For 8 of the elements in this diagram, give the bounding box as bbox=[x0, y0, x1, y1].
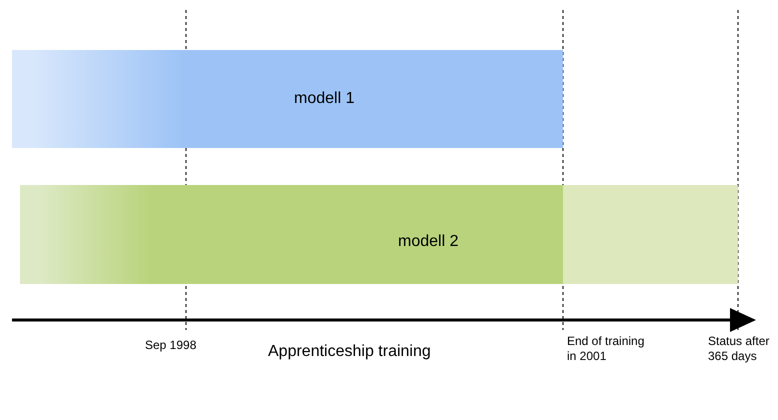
timeline-bar bbox=[12, 50, 563, 148]
timeline-label: Status after 365 days bbox=[708, 334, 770, 364]
bar-label: modell 1 bbox=[294, 90, 354, 108]
timeline-label: Sep 1998 bbox=[145, 338, 196, 353]
timeline-label: Apprenticeship training bbox=[268, 342, 431, 362]
timeline-bar bbox=[20, 185, 738, 284]
bar-label: modell 2 bbox=[398, 233, 458, 251]
timeline-label: End of training in 2001 bbox=[567, 334, 645, 364]
